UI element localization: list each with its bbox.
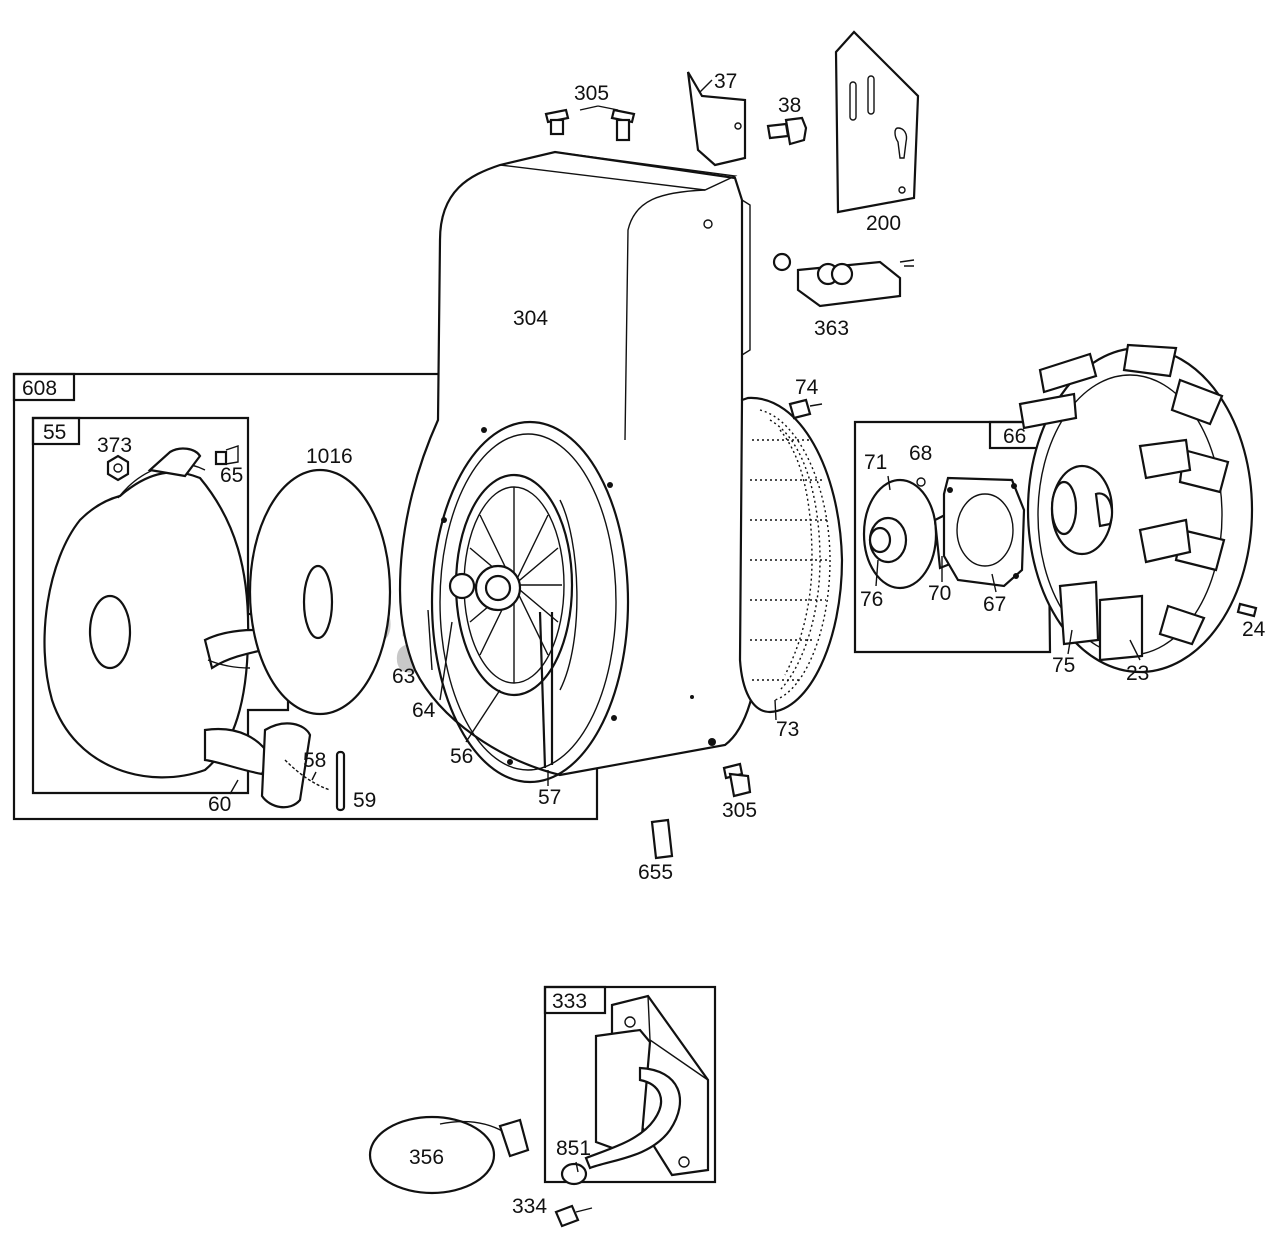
callout-57[interactable]: 57 — [538, 786, 561, 809]
starter-rope[interactable] — [538, 611, 554, 769]
roll-pin[interactable] — [335, 750, 346, 812]
callout-38[interactable]: 38 — [778, 94, 801, 117]
leader-lines — [229, 79, 1141, 1173]
group-333-label: 333 — [552, 990, 587, 1013]
key-24[interactable] — [1236, 602, 1258, 618]
clutch-assembly[interactable] — [862, 476, 1026, 590]
callout-304[interactable]: 304 — [513, 307, 548, 330]
callout-70[interactable]: 70 — [928, 582, 951, 605]
bolt-305-left[interactable] — [544, 108, 570, 136]
callout-60[interactable]: 60 — [208, 793, 231, 816]
group-55-box[interactable]: 55 — [31, 416, 290, 795]
callout-363[interactable]: 363 — [814, 317, 849, 340]
clip-655[interactable] — [650, 818, 674, 860]
bolt-305-right[interactable] — [610, 108, 636, 142]
screw-74[interactable] — [788, 398, 823, 420]
callout-73[interactable]: 73 — [776, 718, 799, 741]
callout-1016[interactable]: 1016 — [306, 445, 353, 468]
callout-305-bottom[interactable]: 305 — [722, 799, 757, 822]
callout-74[interactable]: 74 — [795, 376, 819, 399]
rotating-screen[interactable] — [738, 396, 844, 714]
bolt-38[interactable] — [766, 116, 808, 146]
callout-655[interactable]: 655 — [638, 861, 673, 884]
flywheel[interactable] — [1018, 343, 1254, 674]
callout-63[interactable]: 63 — [392, 665, 415, 688]
starter-handle[interactable] — [203, 722, 331, 809]
bolt-305-bottom[interactable] — [722, 762, 752, 798]
callout-67[interactable]: 67 — [983, 593, 1006, 616]
group-66-label: 66 — [1003, 425, 1026, 448]
callout-851[interactable]: 851 — [556, 1137, 591, 1160]
callout-64[interactable]: 64 — [412, 699, 436, 722]
screw-334[interactable] — [554, 1204, 593, 1228]
group-55-label: 55 — [43, 421, 66, 444]
callout-305-top[interactable]: 305 — [574, 82, 609, 105]
blower-housing[interactable] — [398, 150, 762, 784]
starter-pulley[interactable] — [448, 473, 578, 697]
callout-71[interactable]: 71 — [864, 451, 887, 474]
callout-334[interactable]: 334 — [512, 1195, 547, 1218]
ignition-armature[interactable] — [560, 994, 710, 1186]
callout-200[interactable]: 200 — [866, 212, 901, 235]
group-333-box[interactable]: 333 — [543, 985, 717, 1184]
screw-65[interactable] — [214, 445, 239, 466]
callout-23[interactable]: 23 — [1126, 662, 1149, 685]
callout-24[interactable]: 24 — [1242, 618, 1266, 641]
callout-37[interactable]: 37 — [714, 70, 737, 93]
ground-wire-356[interactable] — [368, 1115, 530, 1195]
callout-68[interactable]: 68 — [909, 442, 932, 465]
disc-1016[interactable] — [248, 468, 392, 716]
callout-76[interactable]: 76 — [860, 588, 883, 611]
callout-75[interactable]: 75 — [1052, 654, 1075, 677]
nut-373[interactable] — [106, 454, 130, 482]
callout-56[interactable]: 56 — [450, 745, 473, 768]
plate-200[interactable] — [834, 30, 920, 214]
callout-59[interactable]: 59 — [353, 789, 376, 812]
group-608-label: 608 — [22, 377, 57, 400]
callout-356[interactable]: 356 — [409, 1146, 444, 1169]
callout-58[interactable]: 58 — [303, 749, 326, 772]
terminal-363[interactable] — [772, 252, 915, 308]
callout-65[interactable]: 65 — [220, 464, 243, 487]
starter-housing[interactable] — [43, 447, 274, 779]
bracket-37[interactable] — [686, 71, 747, 167]
callout-373[interactable]: 373 — [97, 434, 132, 457]
